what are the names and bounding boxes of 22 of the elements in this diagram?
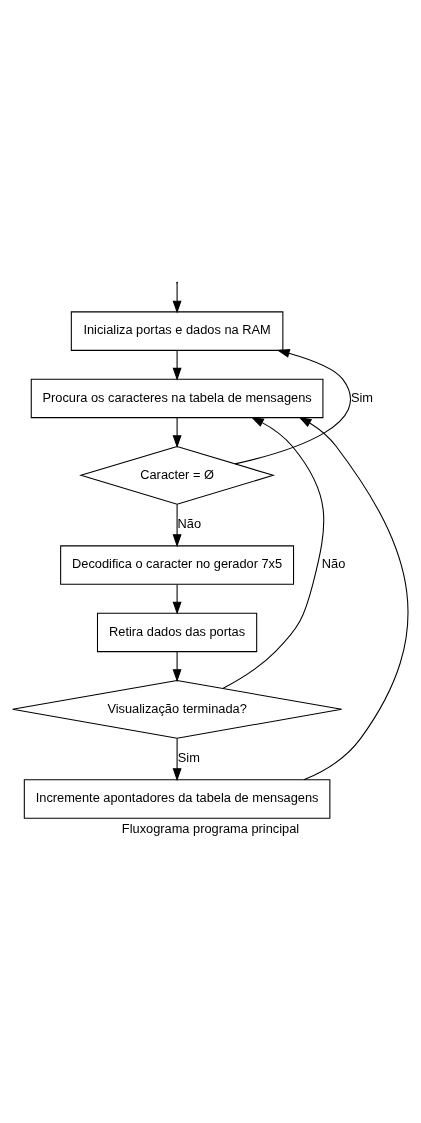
arrow (172, 350, 182, 381)
arrow (298, 417, 409, 781)
edge-label: Sim (177, 750, 200, 766)
node-box: Decodifica o caracter no gerador 7x5 (60, 545, 295, 585)
edge-label: Não (177, 516, 202, 532)
arrow (172, 651, 182, 682)
node-diamond: Caracter = Ø (79, 445, 276, 505)
arrow (172, 282, 182, 314)
arrow (172, 417, 182, 448)
arrow (172, 504, 182, 548)
node-box: Retira dados das portas (96, 612, 258, 653)
node-box: Inicializa portas e dados na RAM (70, 311, 284, 351)
arrow (234, 349, 352, 465)
caption: Fluxograma programa principal (121, 820, 300, 836)
arrow (222, 417, 325, 689)
arrow (172, 738, 182, 782)
node-diamond: Visualização terminada? (12, 679, 343, 739)
arrow (172, 584, 182, 615)
edge-label: Sim (350, 389, 373, 405)
edge-label: Não (321, 556, 346, 572)
node-box: Procura os caracteres na tabela de mensagens (30, 378, 324, 419)
node-box: Incremente apontadores da tabela de mensagens (23, 779, 331, 819)
